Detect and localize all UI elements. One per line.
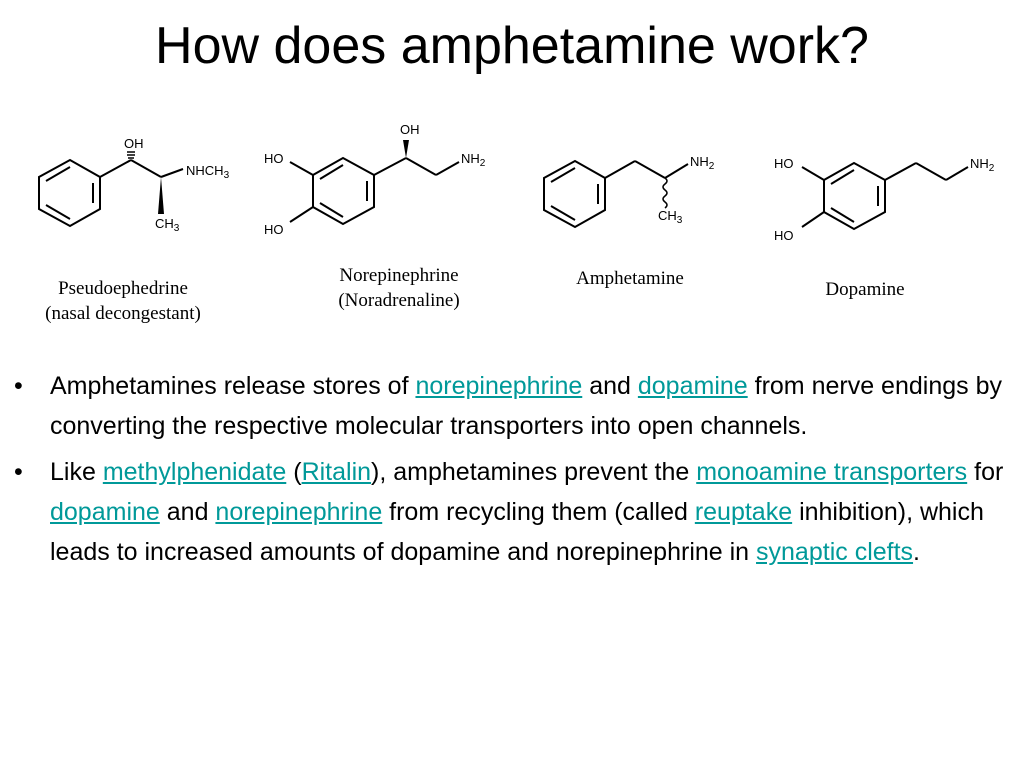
link-synaptic-clefts[interactable]: synaptic clefts [756,538,914,566]
text-segment: Like [50,458,103,486]
norepinephrine-diagram: OH HO HO NH2 [264,122,486,237]
text-segment: inhibition), which leads to increased am… [50,498,984,566]
wedge-bond [158,177,164,214]
text-segment: and [159,498,216,526]
text-segment: Amphetamines release stores of [50,372,416,400]
bond [801,166,825,181]
benzene-ring [312,156,375,226]
dopamine-caption: Dopamine [780,277,950,302]
bullet-dot: • [14,372,23,400]
nh2-label: NH2 [461,151,486,169]
amphetamine-caption: Amphetamine [540,266,720,291]
bond [289,161,314,176]
caption-line: Pseudoephedrine [58,278,188,299]
bullet-list: • Amphetamines release stores of norepin… [12,366,1012,578]
link-norepinephrine[interactable]: norepinephrine [415,372,583,400]
oh-label: OH [124,136,144,151]
wavy-bond [662,177,668,209]
bond [664,163,689,179]
bond [373,157,407,176]
caption-line: Amphetamine [576,268,684,289]
ho-top-label: HO [264,151,284,166]
caption-line: Norepinephrine [339,265,459,286]
caption-line: (nasal decongestant) [45,303,201,324]
caption-line: (Noradrenaline) [338,290,460,311]
text-segment: for [967,458,1004,486]
text-segment: from recycling them (called [382,498,695,526]
text-segment: . [913,538,920,566]
link-reuptake[interactable]: reuptake [694,498,793,526]
text-segment: and [582,372,638,400]
bond [405,157,437,176]
bullet-text: Amphetamines release stores of norepinep… [50,372,1002,440]
ho-top-label: HO [774,156,794,171]
bond [435,161,460,176]
bond [634,160,666,179]
bullet-item: • Like methylphenidate (Ritalin), amphet… [12,452,1012,572]
bond [604,160,636,179]
bond [160,168,184,178]
bond [945,166,969,181]
nhch3-label: NHCH3 [186,163,230,181]
caption-line: Dopamine [825,279,905,300]
pseudoephedrine-diagram: OH NHCH3 CH3 [38,136,230,234]
nh2-label: NH2 [690,154,715,172]
bullet-item: • Amphetamines release stores of norepin… [12,366,1012,446]
text-segment: ), amphetamines prevent the [371,458,697,486]
bond [130,159,162,178]
benzene-ring [543,159,606,229]
pseudoephedrine-structure: OH NHCH3 CH3 Pseudoephedrine (nasal deco… [0,0,260,340]
bond [884,162,917,181]
bullet-text: Like methylphenidate (Ritalin), amphetam… [50,458,1003,566]
bullet-dot: • [14,458,23,486]
bond [289,206,314,223]
link-norepinephrine[interactable]: norepinephrine [215,498,383,526]
amphetamine-structure: NH2 CH3 Amphetamine [520,0,750,340]
ho-bottom-label: HO [774,228,794,243]
norepinephrine-caption: Norepinephrine (Noradrenaline) [294,263,504,313]
slide-title: How does amphetamine work? [155,17,869,75]
link-ritalin[interactable]: Ritalin [301,458,372,486]
bond [801,211,825,228]
benzene-ring [38,158,101,228]
text-segment: from nerve endings by converting the res… [50,372,1002,440]
dopamine-structure: HO HO NH2 Dopamine [760,0,1024,340]
ch3-label: CH3 [658,208,683,226]
ch3-label: CH3 [155,216,180,234]
norepinephrine-structure: OH HO HO NH2 Norepinephrine (Noradrenali… [250,0,520,340]
bond [915,162,947,181]
text-segment: ( [286,458,302,486]
benzene-ring [823,161,886,231]
dopamine-diagram: HO HO NH2 [774,156,995,243]
wedge-bond [403,140,409,158]
pseudoephedrine-caption: Pseudoephedrine (nasal decongestant) [18,276,228,326]
link-dopamine[interactable]: dopamine [637,372,748,400]
link-dopamine[interactable]: dopamine [50,498,160,526]
molecule-structures: OH NHCH3 CH3 Pseudoephedrine (nasal deco… [0,0,1024,340]
link-monoamine-transporters[interactable]: monoamine transporters [696,458,968,486]
ho-bottom-label: HO [264,222,284,237]
bond [99,159,132,178]
link-methylphenidate[interactable]: methylphenidate [102,458,287,486]
oh-label: OH [400,122,420,137]
amphetamine-diagram: NH2 CH3 [543,154,715,229]
nh2-label: NH2 [970,156,995,174]
